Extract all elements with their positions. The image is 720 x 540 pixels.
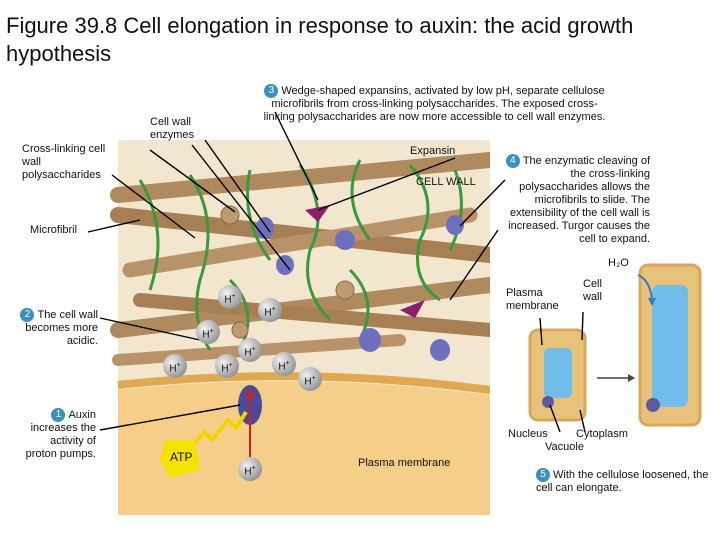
expansin-wedge — [400, 300, 425, 318]
expansin-wedge — [305, 205, 330, 222]
expansin-label: Expansin — [410, 145, 456, 157]
inset-plasma-membrane-label: Plasma membrane — [506, 287, 559, 312]
cross-linking-label: Cross-linking cell wall polysaccharides — [22, 143, 106, 181]
leader-lines — [87, 111, 586, 433]
water-arrow — [637, 274, 653, 301]
inset-cell-wall-label: Cell wall — [583, 278, 602, 303]
microfibrils — [110, 152, 498, 366]
hydrogen-ion: H+ — [215, 354, 239, 378]
plasma-membrane-label: Plasma membrane — [358, 457, 451, 469]
hydrogen-ion: H+ — [218, 285, 242, 309]
hydrogen-ion: H+ — [163, 354, 187, 378]
inset-vacuole-before — [544, 348, 572, 398]
hydrogen-ion-cytoplasm: H+ — [238, 457, 262, 481]
cross-linking-polysaccharides — [138, 159, 463, 351]
water-label: H₂O — [608, 257, 629, 269]
cytoplasm-region — [118, 381, 490, 515]
polysaccharide-clumps — [220, 205, 355, 339]
inset-nucleus-before — [542, 396, 554, 408]
hydrogen-ion: H+ — [272, 352, 296, 376]
cytoplasm-label: Cytoplasm — [576, 428, 628, 440]
inset-nucleus-after — [646, 398, 660, 412]
atp-energy-bolt — [188, 410, 248, 450]
nucleus-label: Nucleus — [508, 428, 548, 440]
figure-title: Figure 39.8 Cell elongation in response … — [6, 13, 634, 66]
hydrogen-ion: H+ — [238, 338, 262, 362]
vacuole-label: Vacuole — [545, 441, 584, 453]
cell-wall-enzymes-label: Cell wall enzymes — [150, 116, 195, 141]
atp-burst — [160, 440, 200, 478]
hydrogen-ion: H+ — [298, 367, 322, 391]
atp-label: ATP — [170, 450, 193, 464]
cell-wall-label: CELL WALL — [416, 176, 476, 188]
microfibril-label: Microfibril — [30, 224, 78, 236]
hydrogen-ion: H+ — [196, 320, 220, 344]
inset-vacuole-after — [652, 285, 688, 407]
hydrogen-ion: H+ — [258, 298, 282, 322]
